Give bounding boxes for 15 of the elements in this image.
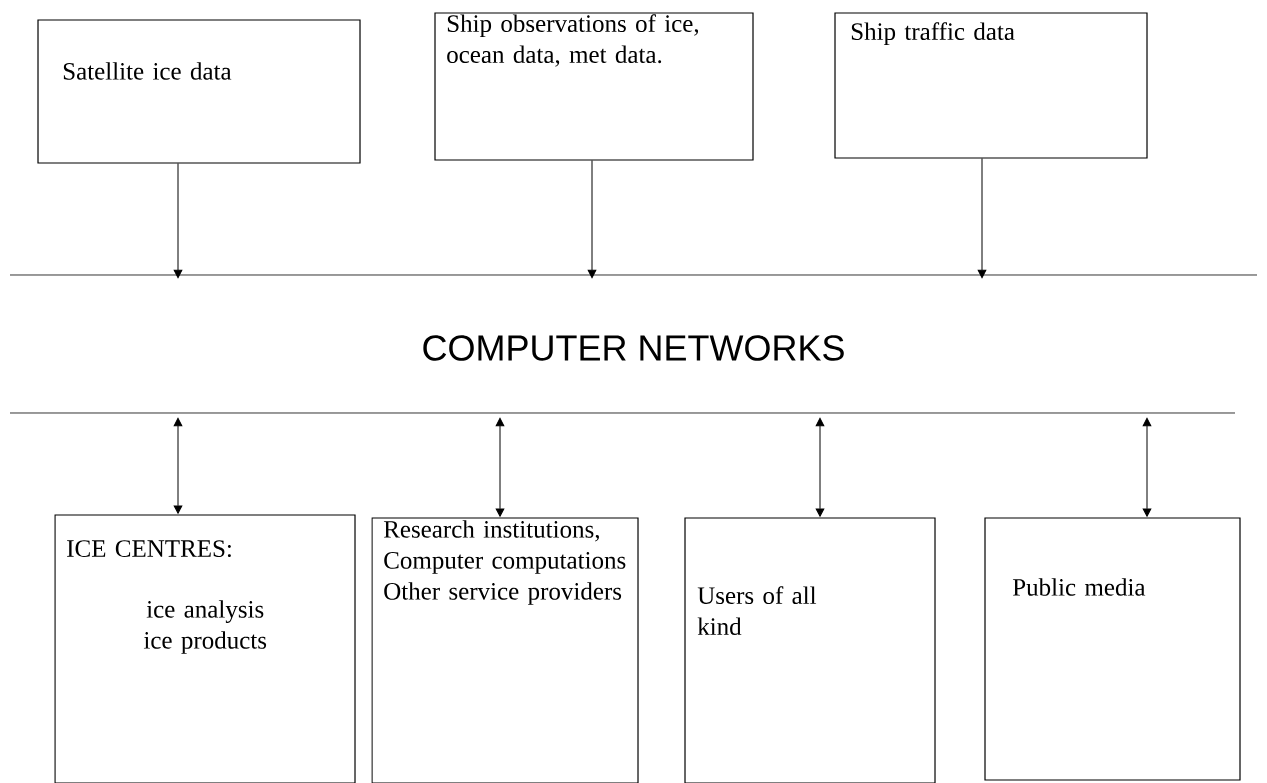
network-band: COMPUTER NETWORKS (9, 274, 1258, 414)
arrow (173, 417, 183, 514)
arrow (173, 163, 183, 279)
process-box: Ship traffic data (834, 12, 1148, 159)
arrow (815, 417, 825, 517)
process-box: Ship observations of ice, ocean data, met data. (434, 12, 754, 161)
process-box: Users of all kind (684, 517, 936, 783)
arrow (1142, 417, 1152, 517)
process-box: Public media (984, 517, 1241, 781)
arrow (587, 160, 597, 279)
arrow (495, 417, 505, 517)
process-box: Satellite ice data (37, 19, 361, 164)
process-box: Research institutions, Computer computations Other service providers (371, 517, 639, 783)
arrow (977, 158, 987, 279)
process-box: ICE CENTRES: ice analysis ice products (54, 514, 356, 783)
